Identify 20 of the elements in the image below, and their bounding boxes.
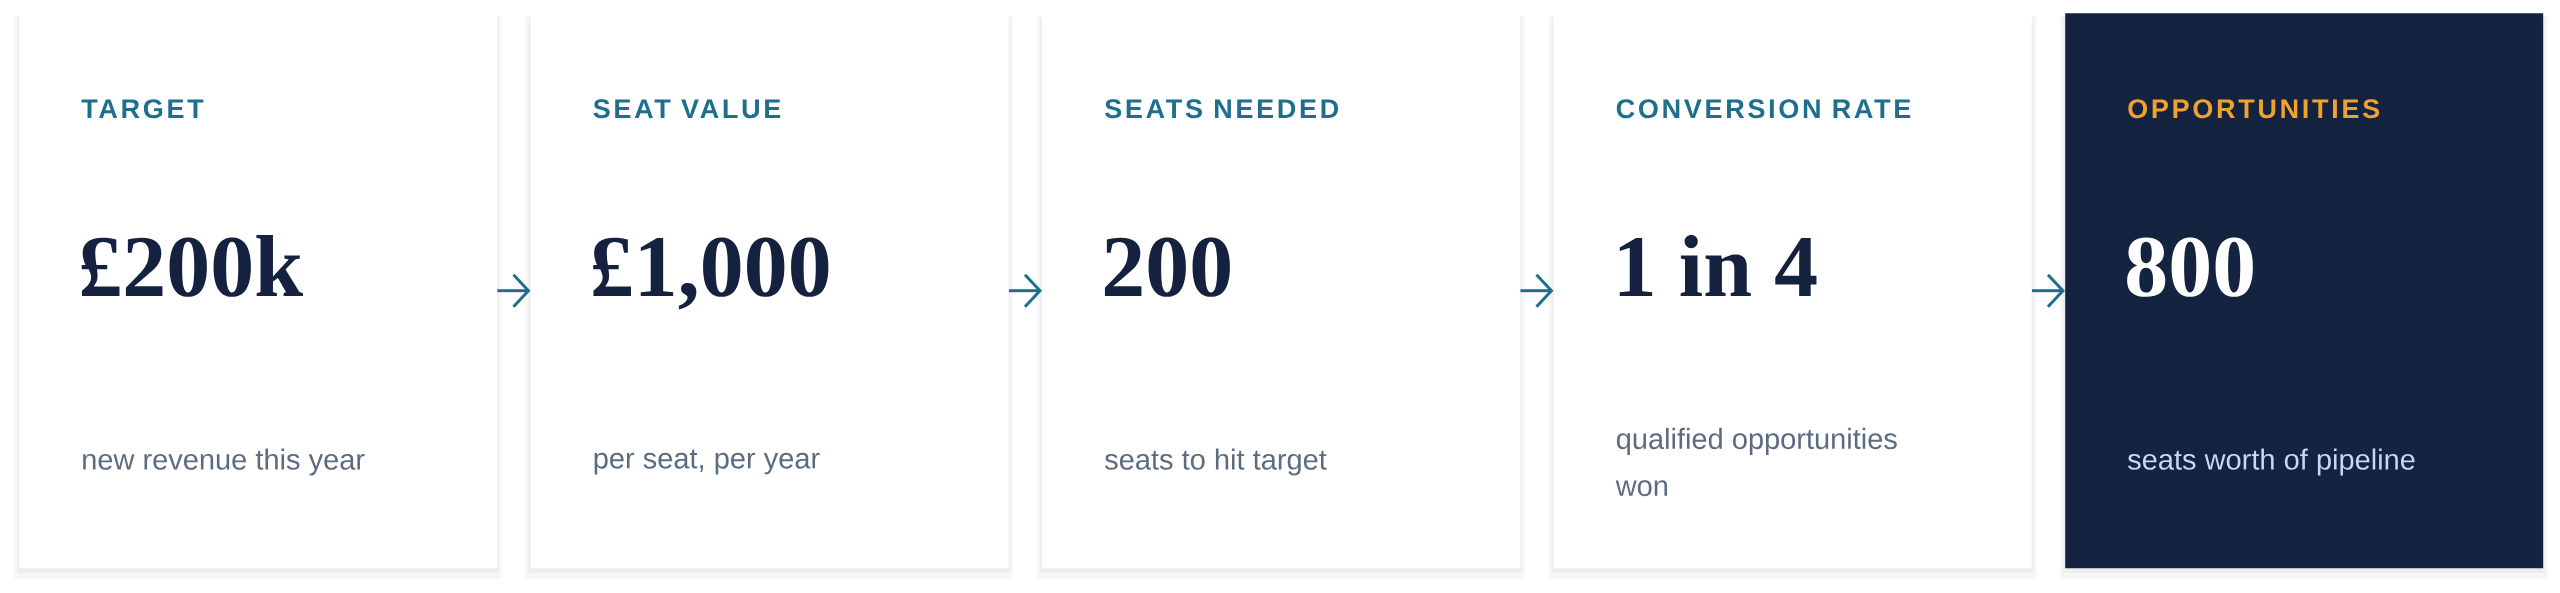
metric-value: 1 in 4 bbox=[1619, 234, 1817, 296]
metric-value: £200k bbox=[81, 234, 303, 297]
metric-card bbox=[19, 13, 498, 569]
card-caption: per seat, per year bbox=[594, 449, 820, 475]
card-heading: OPPORTUNITIES bbox=[2128, 99, 2380, 119]
card-heading: SEATS NEEDED bbox=[1105, 99, 1339, 119]
metric-card bbox=[530, 13, 1009, 569]
card-caption: seats worth of pipeline bbox=[2128, 448, 2415, 476]
card-caption: qualified opportunities won bbox=[1615, 427, 1897, 497]
metric-value: 800 bbox=[2127, 237, 2253, 297]
metric-card bbox=[1042, 13, 1521, 569]
metric-card bbox=[1553, 13, 2032, 569]
metric-value: 200 bbox=[1104, 237, 1230, 297]
card-heading: CONVERSION RATE bbox=[1616, 99, 1911, 119]
metric-card bbox=[2065, 13, 2544, 569]
card-caption: new revenue this year bbox=[83, 448, 365, 476]
card-heading: TARGET bbox=[81, 99, 204, 119]
metric-value: £1,000 bbox=[593, 237, 829, 310]
card-caption: seats to hit target bbox=[1105, 448, 1327, 476]
card-heading: SEAT VALUE bbox=[593, 99, 781, 119]
